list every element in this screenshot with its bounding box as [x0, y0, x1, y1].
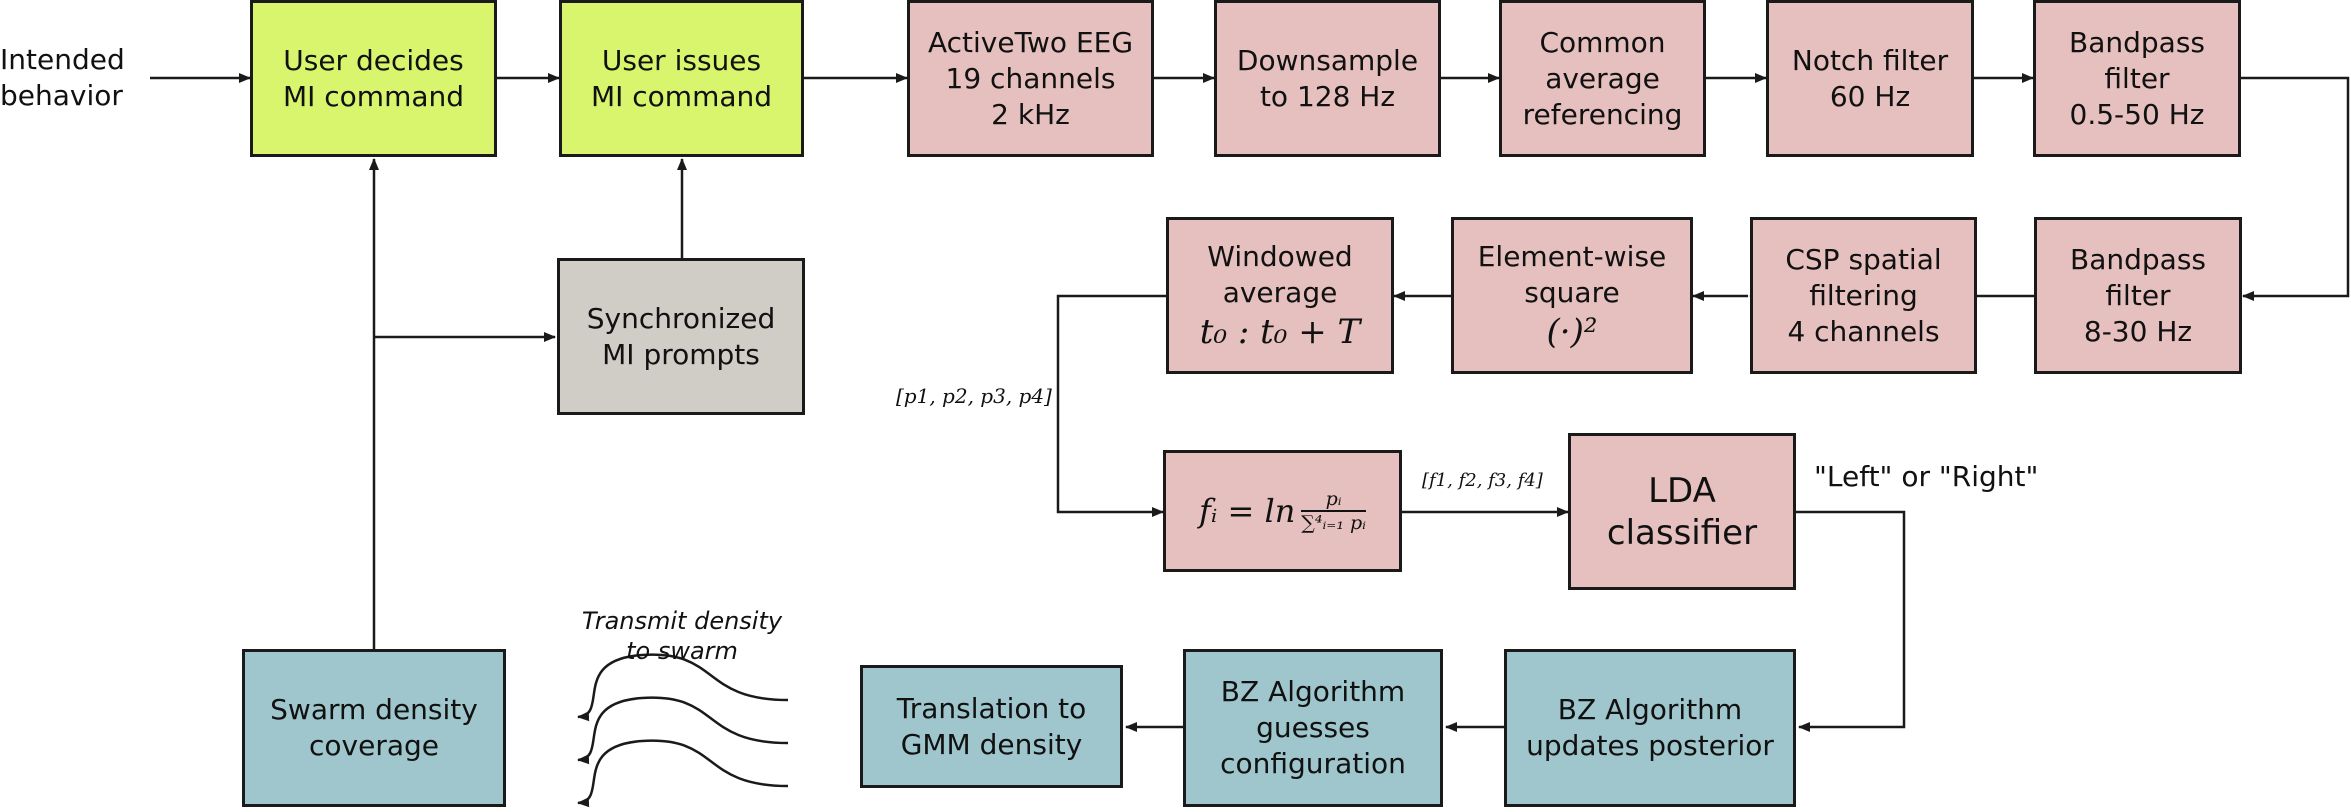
translation-to-gmm-box: Translation to GMM density: [860, 665, 1123, 788]
transmit-density-label: Transmit density to swarm: [581, 607, 783, 665]
edge-lda-to-bzupdate: [1796, 510, 1906, 732]
log-feature-box: fᵢ = ln pᵢ ∑⁴ᵢ₌₁ pᵢ: [1163, 450, 1402, 572]
user-issues-box: User issues MI command: [559, 0, 804, 157]
log-feature-denominator: ∑⁴ᵢ₌₁ pᵢ: [1301, 512, 1366, 534]
log-feature-numerator: pᵢ: [1301, 488, 1366, 512]
element-wise-square-box: Element-wise square (·)²: [1451, 217, 1693, 374]
bz-algorithm-guesses-box: BZ Algorithm guesses configuration: [1183, 649, 1443, 807]
swarm-density-coverage-box: Swarm density coverage: [242, 649, 506, 807]
wave-arrow-top: [577, 653, 789, 722]
log-feature-fraction: pᵢ ∑⁴ᵢ₌₁ pᵢ: [1301, 488, 1366, 534]
bandpass-filter-1-box: Bandpass filter 0.5-50 Hz: [2033, 0, 2241, 157]
user-decides-box: User decides MI command: [250, 0, 497, 157]
wave-arrow-bottom: [577, 739, 789, 808]
intended-behavior-label: Intended behavior: [0, 43, 125, 112]
csp-spatial-filtering-box: CSP spatial filtering 4 channels: [1750, 217, 1977, 374]
bandpass-filter-2-box: Bandpass filter 8-30 Hz: [2034, 217, 2242, 374]
downsample-box: Downsample to 128 Hz: [1214, 0, 1441, 157]
left-or-right-label: "Left" or "Right": [1814, 460, 2039, 493]
log-feature-lhs: fᵢ = ln: [1199, 492, 1296, 530]
edge-bandpass1-to-bandpass2: [2241, 76, 2350, 301]
windowed-average-box: Windowed average t₀ : t₀ + T: [1166, 217, 1394, 374]
p-vector-label: [p1, p2, p3, p4]: [896, 384, 1052, 408]
f-vector-label: [f1, f2, f3, f4]: [1422, 470, 1543, 491]
common-average-referencing-box: Common average referencing: [1499, 0, 1706, 157]
edge-windowed-to-logfeature: [1056, 294, 1166, 517]
activetwo-eeg-box: ActiveTwo EEG 19 channels 2 kHz: [907, 0, 1154, 157]
bz-algorithm-updates-box: BZ Algorithm updates posterior: [1504, 649, 1796, 807]
notch-filter-box: Notch filter 60 Hz: [1766, 0, 1974, 157]
wave-arrow-middle: [577, 696, 789, 765]
lda-classifier-box: LDA classifier: [1568, 433, 1796, 590]
synchronized-mi-prompts-box: Synchronized MI prompts: [557, 258, 805, 415]
